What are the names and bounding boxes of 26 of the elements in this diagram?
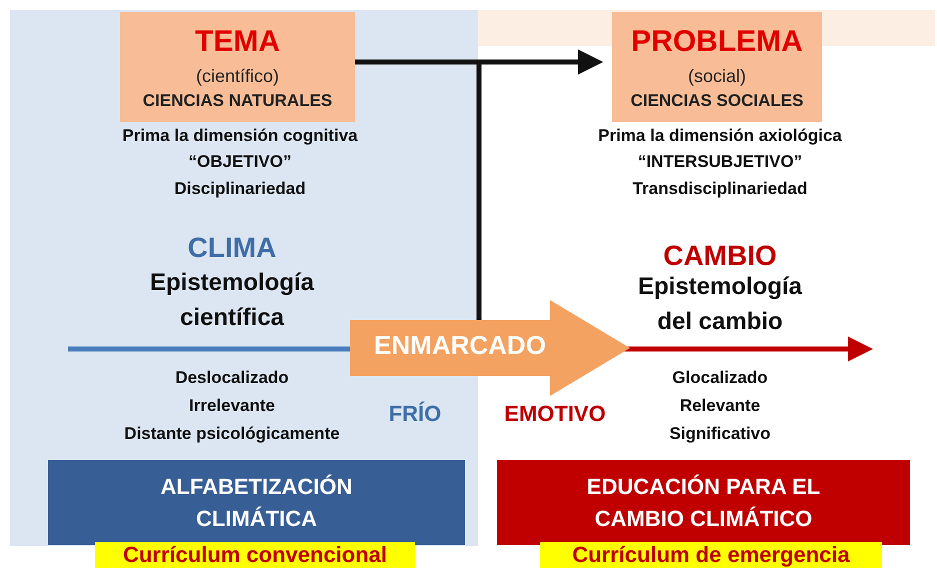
- category-box: ALFABETIZACIÓN CLIMÁTICA: [48, 460, 465, 545]
- category-box: EDUCACIÓN PARA EL CAMBIO CLIMÁTICO: [497, 460, 910, 545]
- description-text: Disciplinariedad: [173, 178, 307, 200]
- description-text: Prima la dimensión cognitiva: [121, 126, 359, 146]
- highlighted-note: Currículum convencional: [95, 542, 415, 568]
- subheading-text: Epistemología científica: [148, 268, 316, 333]
- description-text: Transdisciplinariedad: [632, 178, 808, 200]
- attribute-text: Significativo: [668, 423, 772, 445]
- description-text: Prima la dimensión axiológica: [597, 126, 843, 146]
- description-text: “OBJETIVO”: [188, 152, 292, 173]
- description-text: “INTERSUBJETIVO”: [636, 152, 804, 173]
- topic-box: TEMA (científico) CIENCIAS NATURALES: [120, 12, 355, 122]
- connector-arrow: [476, 50, 603, 320]
- block-arrow: ENMARCADO: [350, 300, 630, 396]
- attribute-text: Deslocalizado: [174, 367, 290, 389]
- highlighted-note: Currículum de emergencia: [540, 542, 882, 568]
- attribute-text: EMOTIVO: [503, 400, 607, 428]
- topic-box: PROBLEMA (social) CIENCIAS SOCIALES: [612, 12, 822, 122]
- attribute-text: FRÍO: [388, 400, 442, 428]
- attribute-text: Relevante: [678, 395, 762, 417]
- heading-text: CAMBIO: [662, 239, 778, 273]
- subheading-text: Epistemología del cambio: [636, 272, 804, 337]
- attribute-text: Distante psicológicamente: [123, 423, 341, 445]
- attribute-text: Irrelevante: [188, 395, 276, 417]
- heading-text: CLIMA: [186, 231, 278, 265]
- attribute-text: Glocalizado: [671, 367, 769, 389]
